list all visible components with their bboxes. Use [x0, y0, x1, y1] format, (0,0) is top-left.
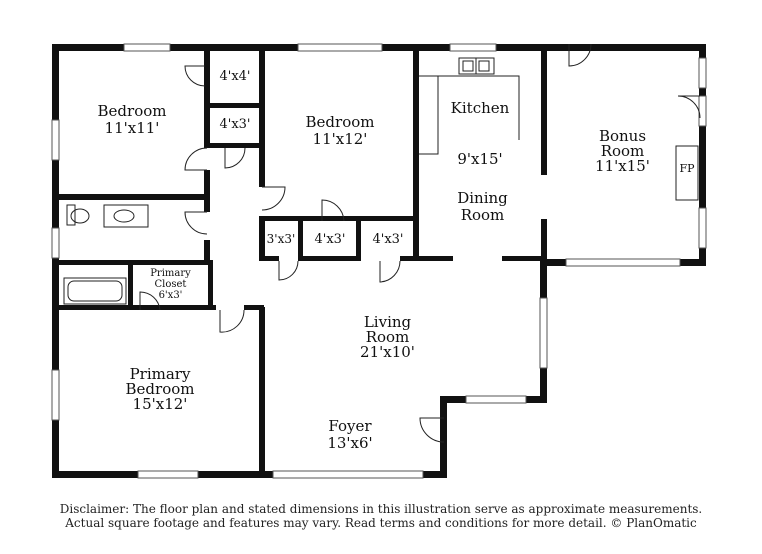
room-size: 21'x10'	[360, 343, 415, 361]
room-size: 4'x4'	[219, 69, 251, 84]
disclaimer-line-2: Actual square footage and features may v…	[65, 516, 697, 530]
room-size: 3'x3'	[266, 232, 296, 246]
room-name-line-2: Room	[600, 142, 645, 160]
room-size: 11'x11'	[104, 119, 160, 137]
room-name-line-2: Room	[365, 328, 410, 346]
room-label-closet-e: 4'x3'	[361, 232, 415, 247]
room-size: 13'x6'	[327, 434, 373, 452]
room-label-primary-bedroom: Primary Bedroom 15'x12'	[105, 367, 215, 412]
room-name-line-2: Bedroom	[125, 380, 195, 398]
room-label-closet-d: 4'x3'	[303, 232, 357, 247]
room-label-foyer: Foyer 13'x6'	[305, 418, 395, 452]
room-label-kitchen-size: 9'x15'	[440, 150, 520, 168]
room-size: 9'x15'	[457, 150, 503, 168]
windows	[51, 43, 707, 479]
fireplace-label: FP	[676, 162, 698, 175]
room-label-primary-closet: Primary Closet 6'x3'	[133, 268, 208, 301]
room-size: 4'x3'	[372, 232, 404, 247]
room-name: Kitchen	[450, 99, 510, 117]
room-label-living: Living Room 21'x10'	[340, 315, 435, 360]
kitchen-counter	[419, 57, 520, 155]
interior-walls	[52, 51, 547, 477]
bathroom-fixtures	[63, 204, 149, 305]
room-name-line-2: Closet	[154, 279, 187, 290]
room-size: 11'x12'	[312, 130, 368, 148]
room-label-kitchen: Kitchen	[440, 99, 520, 117]
room-name-line-1: Primary	[129, 365, 191, 383]
room-name: Foyer	[328, 417, 372, 435]
room-name-line-1: Dining	[457, 189, 508, 207]
room-label-closet-b: 4'x3'	[210, 117, 260, 132]
room-size: 4'x3'	[219, 117, 251, 132]
room-size: 6'x3'	[158, 290, 183, 301]
room-name-line-1: Living	[363, 313, 412, 331]
room-label-dining: Dining Room	[440, 190, 525, 224]
room-size: 4'x3'	[314, 232, 346, 247]
fireplace-text: FP	[679, 162, 695, 175]
room-name: Bedroom	[97, 102, 167, 120]
room-name: Bedroom	[305, 113, 375, 131]
room-name-line-2: Room	[460, 206, 505, 224]
disclaimer-line-1: Disclaimer: The floor plan and stated di…	[59, 502, 703, 516]
room-label-bedroom-1: Bedroom 11'x11'	[82, 103, 182, 137]
room-label-closet-c: 3'x3'	[262, 232, 300, 246]
room-name-line-1: Bonus	[598, 127, 647, 145]
room-size: 11'x15'	[595, 157, 650, 175]
doors	[139, 43, 701, 443]
room-label-closet-a: 4'x4'	[210, 69, 260, 84]
room-name-line-1: Primary	[150, 268, 191, 279]
fireplace-box	[675, 145, 699, 201]
room-size: 15'x12'	[132, 395, 188, 413]
room-label-bedroom-2: Bedroom 11'x12'	[290, 114, 390, 148]
room-label-bonus: Bonus Room 11'x15'	[580, 129, 665, 174]
